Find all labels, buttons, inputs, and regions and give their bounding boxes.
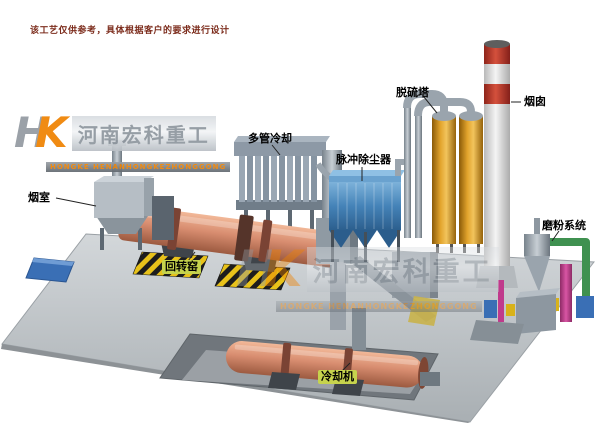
grinding-system-3d	[470, 218, 594, 344]
pulse-dust-collector-3d	[315, 159, 410, 262]
label-pulse-dust-collector: 脉冲除尘器	[336, 153, 391, 166]
label-multi-tube-cooler: 多管冷却	[248, 132, 292, 145]
blue-pad	[25, 257, 75, 283]
disclaimer-note: 该工艺仅供参考，具体根据客户的要求进行设计	[30, 26, 230, 36]
label-chimney: 烟囱	[524, 95, 546, 108]
label-grinding-system: 磨粉系统	[542, 219, 586, 232]
desulfurization-towers-3d	[403, 90, 483, 253]
label-cooling-machine: 冷却机	[318, 370, 357, 384]
label-desulfurization-tower: 脱硫塔	[396, 86, 429, 99]
smoke-chamber-3d	[94, 140, 174, 250]
label-leader-lines	[55, 96, 560, 372]
transfer-conveyor-3d	[350, 252, 440, 350]
label-smoke-chamber: 烟室	[28, 191, 50, 204]
label-rotary-kiln: 回转窑	[162, 260, 201, 274]
chimney-3d	[476, 40, 518, 288]
